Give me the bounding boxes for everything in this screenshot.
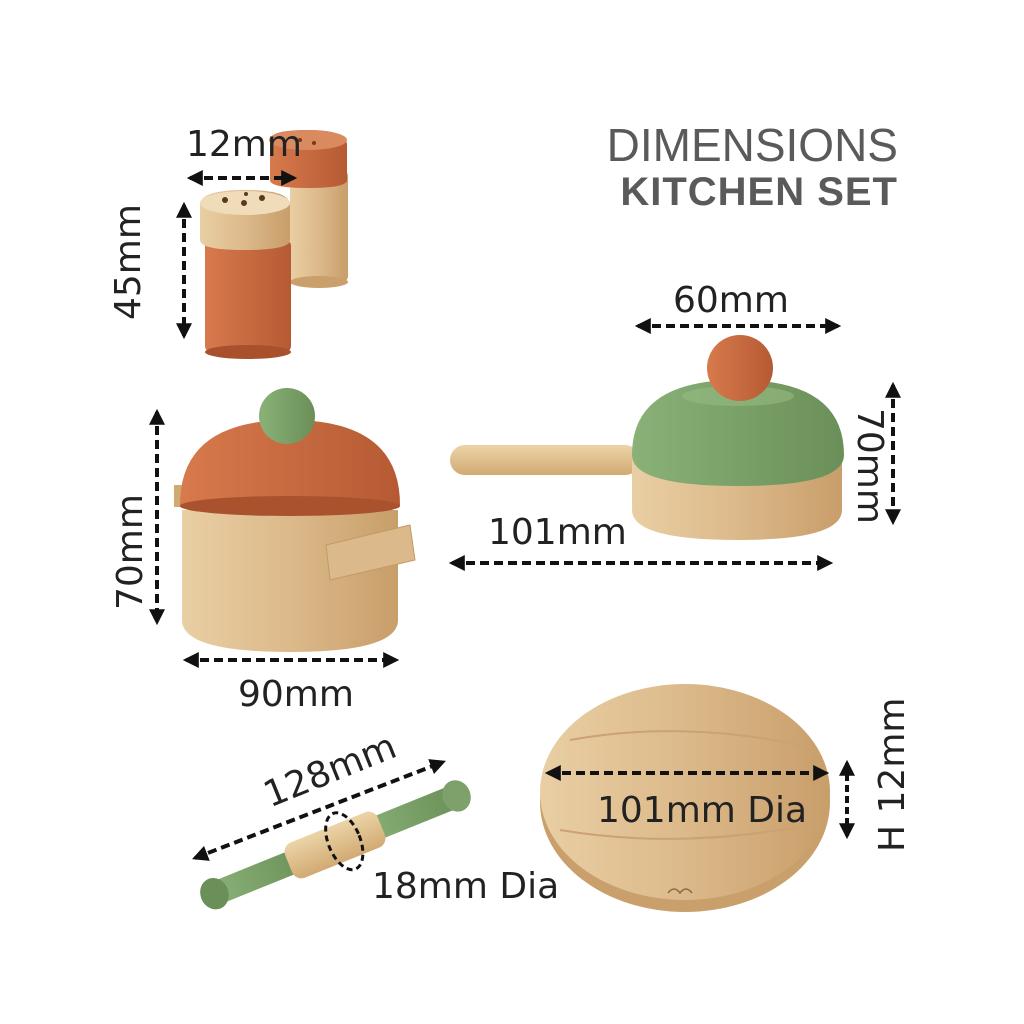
shaker-height-label: 45mm bbox=[108, 204, 149, 320]
rolling-pin-dia-label: 18mm Dia bbox=[372, 866, 560, 907]
shakers bbox=[200, 130, 348, 359]
rolling-pin-length-arrow bbox=[192, 759, 446, 861]
board-dia-label: 101mm Dia bbox=[597, 790, 808, 831]
pot bbox=[174, 388, 416, 652]
pan bbox=[450, 335, 844, 540]
pan-height-label: 70mm bbox=[849, 408, 890, 524]
title-dimensions: DIMENSIONS bbox=[606, 119, 898, 171]
board bbox=[540, 684, 830, 912]
pan-width-label: 60mm bbox=[673, 280, 789, 321]
pot-width-label: 90mm bbox=[238, 674, 354, 715]
title-kitchen-set: KITCHEN SET bbox=[620, 170, 898, 214]
board-height-label: H 12mm bbox=[872, 697, 913, 852]
shaker-width-label: 12mm bbox=[186, 124, 302, 165]
pot-height-label: 70mm bbox=[110, 494, 151, 610]
pan-length-label: 101mm bbox=[488, 512, 627, 553]
